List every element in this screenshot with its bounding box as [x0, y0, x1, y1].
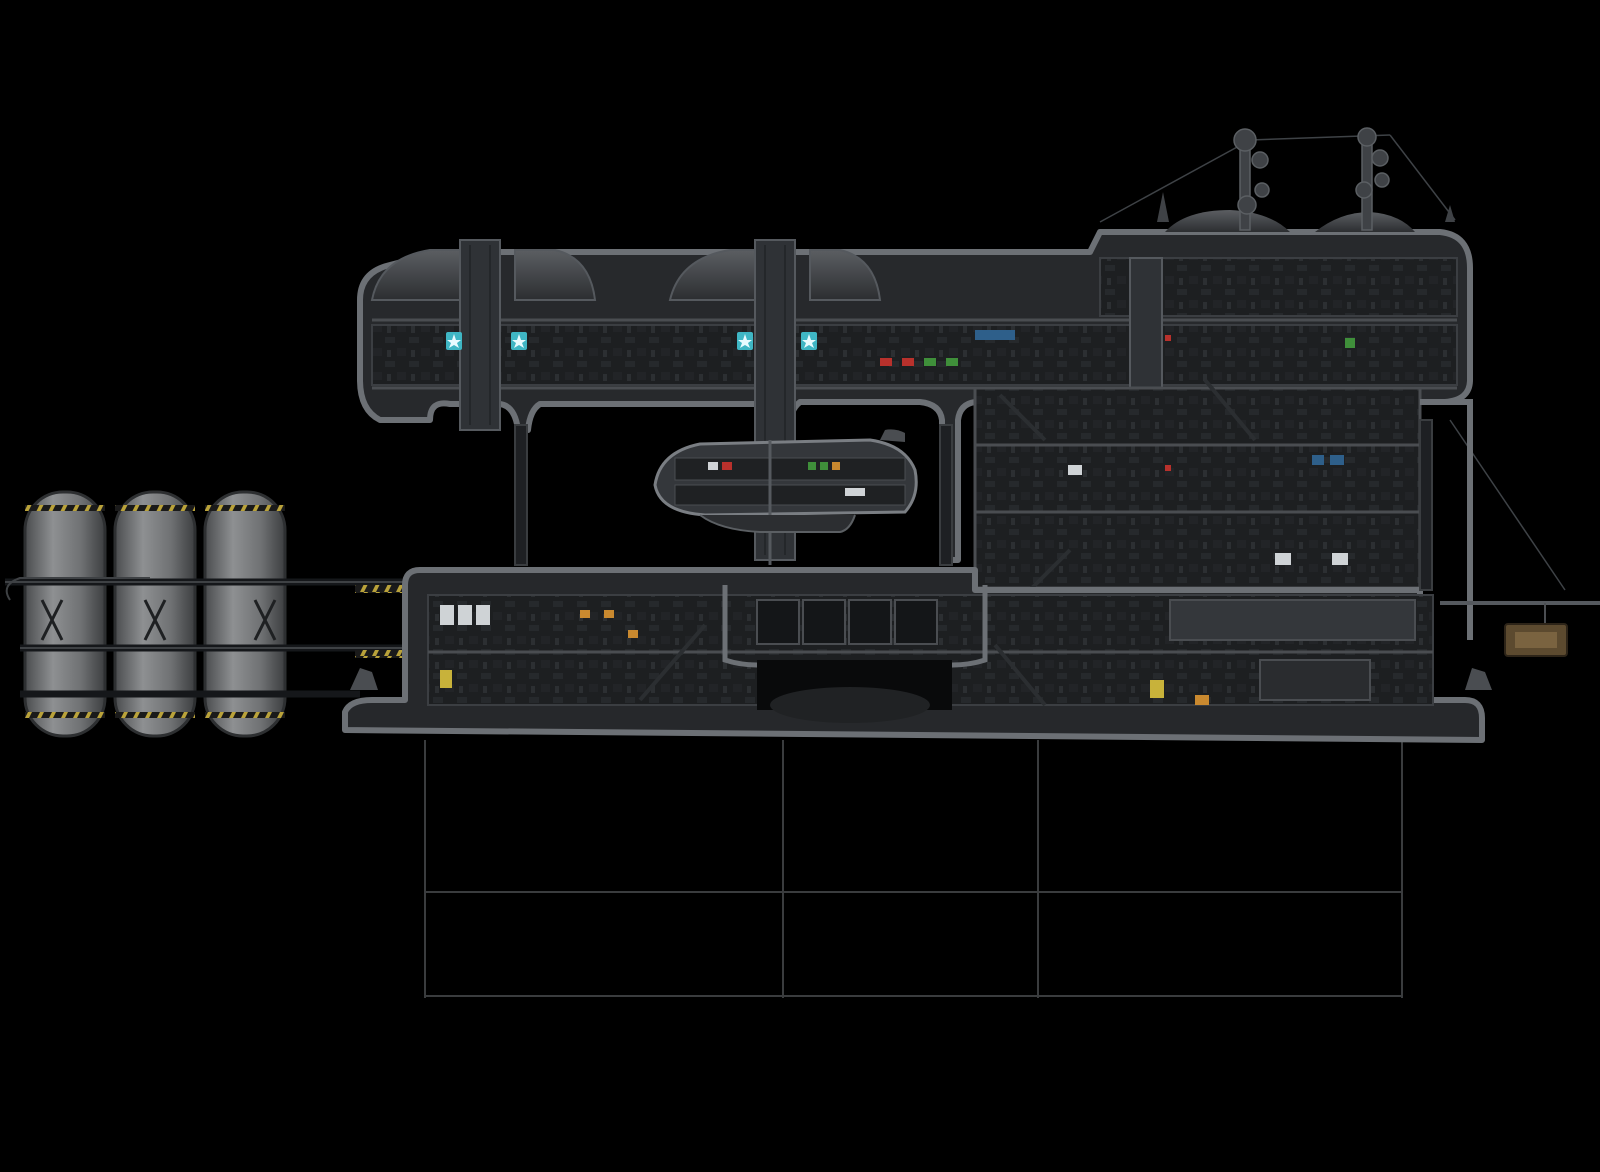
storage-tanks: [5, 490, 410, 738]
star-emblem-icon: [511, 332, 527, 350]
tank-2: [113, 490, 197, 738]
antenna-array: [1099, 127, 1566, 591]
star-emblem-icon: [737, 332, 753, 350]
tank-3: [203, 490, 287, 738]
support-scaffold: [424, 740, 1403, 998]
upper-deck-lights: [880, 330, 1355, 366]
tower-terminal-lights: [1068, 335, 1348, 565]
lower-hull: [342, 567, 1600, 743]
tank-1: [23, 490, 107, 738]
dock-bay-windows: [756, 599, 938, 645]
radar-dish-icon: [1233, 128, 1270, 231]
tower-block: [973, 335, 1473, 640]
tank-truss: [40, 599, 277, 641]
star-emblem-icon: [801, 332, 817, 350]
radar-dish-icon: [1355, 127, 1390, 231]
upper-deck-rooms: [371, 324, 1458, 386]
submarine-icon: [653, 429, 918, 565]
lower-deck-machinery: [440, 605, 1209, 705]
support-legs: [514, 419, 1433, 591]
crate-icon: [1504, 603, 1568, 657]
star-emblem-icon: [446, 332, 462, 350]
